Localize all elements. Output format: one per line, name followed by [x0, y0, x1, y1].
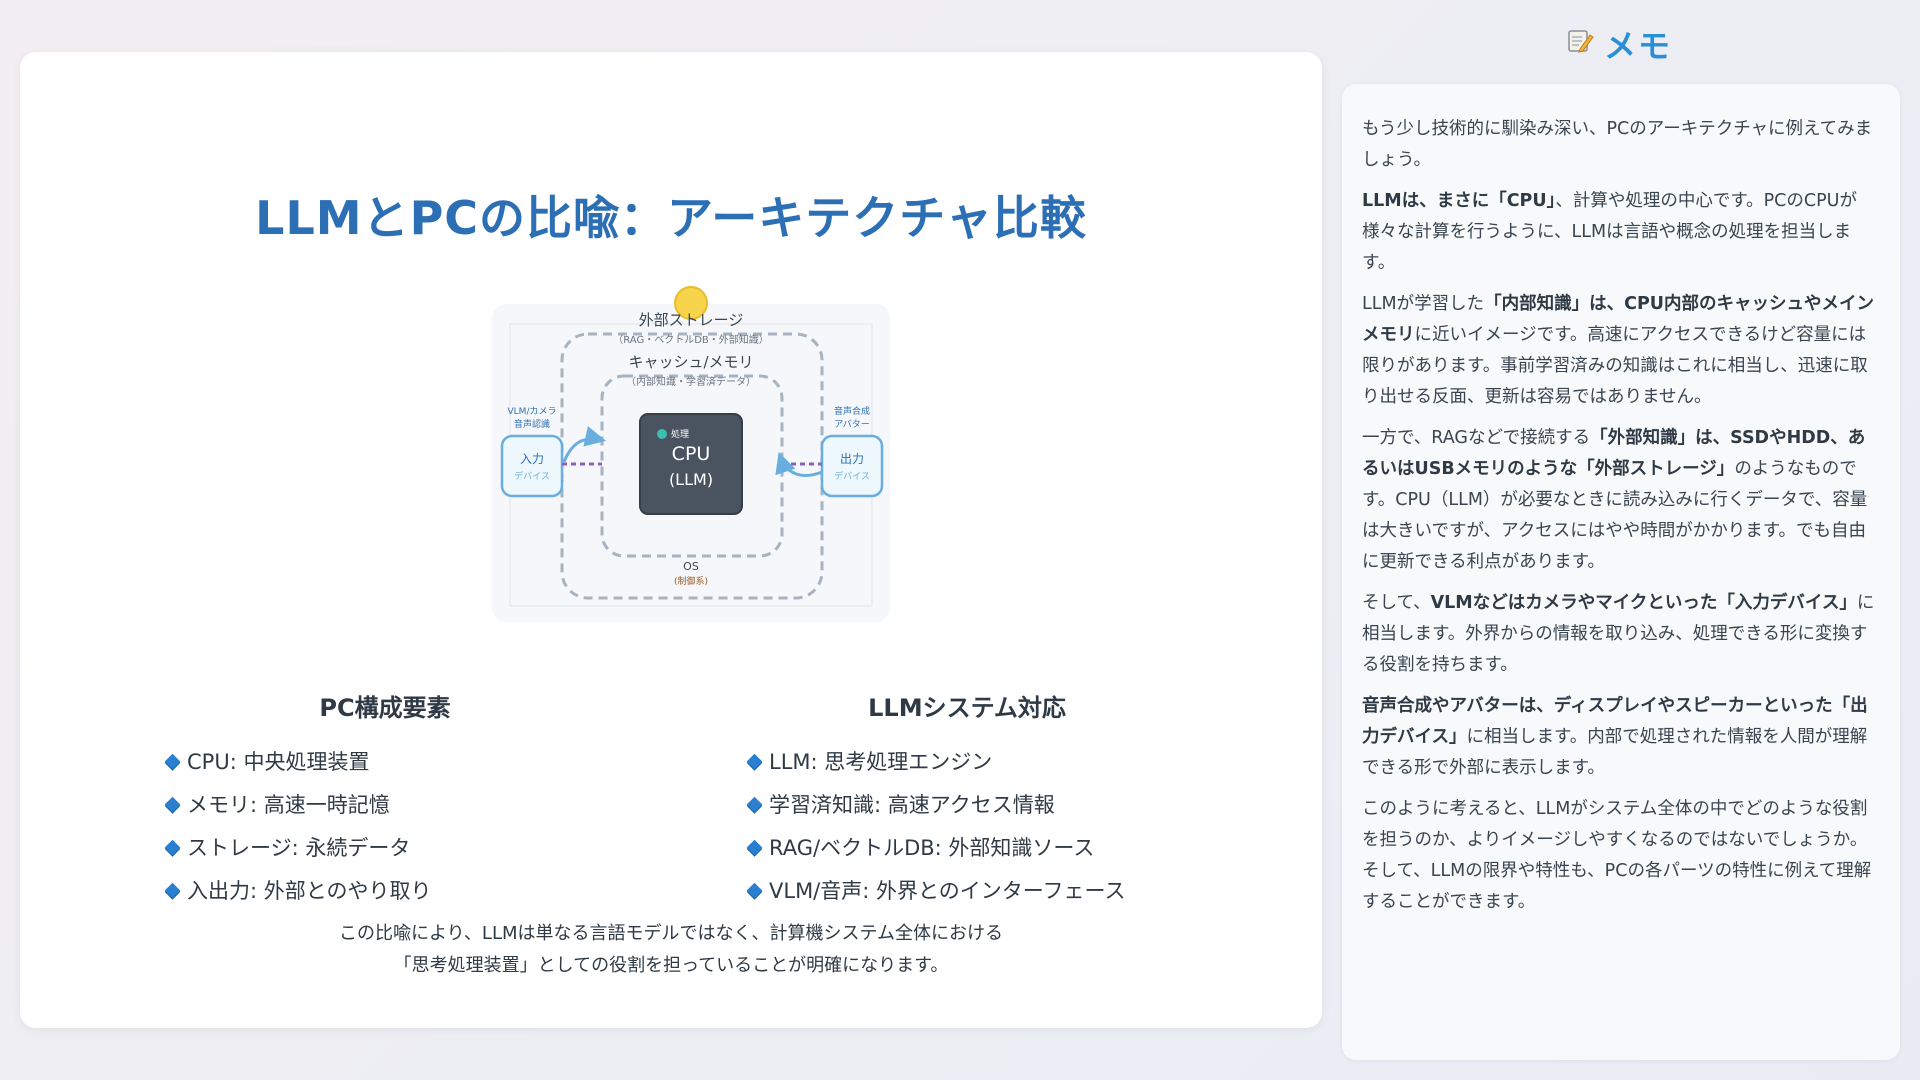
- memo-text: LLMが学習した: [1362, 294, 1485, 314]
- memo-text: に相当します。内部で処理された情報を人間が理解できる形で外部に表示します。: [1362, 727, 1868, 778]
- memo-emphasis: 「外部知識」は、SSDやHDD、あるいはUSBメモリのような「外部ストレージ」: [1362, 428, 1866, 479]
- list-item: 入出力: 外部とのやり取り: [164, 870, 685, 913]
- input-arrow: [562, 426, 607, 463]
- list-item-text: メモリ: 高速一時記憶: [187, 793, 390, 817]
- memo-text: このように考えると、LLMがシステム全体の中でどのような役割を担うのか、よりイメ…: [1362, 799, 1872, 912]
- summary-text: この比喩により、LLMは単なる言語モデルではなく、計算機システム全体における 「…: [20, 918, 1322, 982]
- cache-label: キャッシュ/メモリ: [628, 353, 753, 371]
- memo-paragraph: このように考えると、LLMがシステム全体の中でどのような役割を担うのか、よりイメ…: [1362, 794, 1880, 918]
- slide-canvas: LLMとPCの比喩：アーキテクチャ比較: [20, 52, 1322, 1028]
- memo-emphasis: 音声合成やアバターは、ディスプレイやスピーカーといった「出力デバイス」: [1362, 696, 1868, 747]
- pc-components-column: PC構成要素 CPU: 中央処理装置 メモリ: 高速一時記憶 ストレージ: 永続…: [164, 688, 685, 913]
- list-item-text: 学習済知識: 高速アクセス情報: [769, 793, 1055, 817]
- slide-title: LLMとPCの比喩：アーキテクチャ比較: [255, 191, 1087, 245]
- memo-emphasis: LLMは、まさに「CPU」: [1362, 191, 1556, 211]
- diamond-bullet-icon: [164, 882, 181, 899]
- memo-paragraph: もう少し技術的に馴染み深い、PCのアーキテクチャに例えてみましょう。: [1362, 114, 1880, 176]
- input-label: 入力: [520, 452, 544, 466]
- memo-text: もう少し技術的に馴染み深い、PCのアーキテクチャに例えてみましょう。: [1362, 119, 1873, 170]
- pc-components-heading: PC構成要素: [319, 694, 451, 722]
- output-label: 出力: [840, 452, 864, 466]
- os-sub-label: (制御系): [674, 575, 708, 587]
- highlight-dot: [674, 286, 708, 320]
- list-item-text: 入出力: 外部とのやり取り: [187, 879, 432, 903]
- output-caption-1: 音声合成: [834, 405, 870, 417]
- storage-label: 外部ストレージ: [639, 311, 744, 329]
- list-item: RAG/ベクトルDB: 外部知識ソース: [746, 827, 1267, 870]
- cache-sub-label: （内部知識・学習済データ）: [626, 375, 756, 388]
- architecture-diagram: 外部ストレージ （RAG・ベクトルDB・外部知識） キャッシュ/メモリ （内部知…: [472, 252, 892, 622]
- diamond-bullet-icon: [164, 796, 181, 813]
- memo-emphasis: 「内部知識」は、CPU内部のキャッシュやメインメモリ: [1362, 294, 1874, 345]
- list-item: LLM: 思考処理エンジン: [746, 741, 1267, 784]
- input-device-box: [500, 434, 564, 498]
- cpu-status-dot: [657, 429, 667, 439]
- pc-components-list: CPU: 中央処理装置 メモリ: 高速一時記憶 ストレージ: 永続データ 入出力…: [164, 741, 685, 913]
- list-item: 学習済知識: 高速アクセス情報: [746, 784, 1267, 827]
- storage-sub-label: （RAG・ベクトルDB・外部知識）: [613, 333, 769, 346]
- summary-line-1: この比喩により、LLMは単なる言語モデルではなく、計算機システム全体における: [339, 923, 1003, 944]
- cpu-sub-label: (LLM): [669, 470, 713, 489]
- memo-paragraph: そして、VLMなどはカメラやマイクといった「入力デバイス」に相当します。外界から…: [1362, 588, 1880, 681]
- diamond-bullet-icon: [164, 753, 181, 770]
- llm-system-heading: LLMシステム対応: [868, 694, 1066, 722]
- llm-system-list: LLM: 思考処理エンジン 学習済知識: 高速アクセス情報 RAG/ベクトルDB…: [746, 741, 1267, 913]
- diamond-bullet-icon: [746, 839, 763, 856]
- output-caption-2: アバター: [834, 419, 870, 430]
- memo-pencil-icon: [1566, 27, 1594, 62]
- architecture-diagram-svg: 外部ストレージ （RAG・ベクトルDB・外部知識） キャッシュ/メモリ （内部知…: [492, 286, 890, 622]
- list-item: メモリ: 高速一時記憶: [164, 784, 685, 827]
- memo-text: 一方で、RAGなどで接続する: [1362, 428, 1591, 448]
- memo-paragraph: 音声合成やアバターは、ディスプレイやスピーカーといった「出力デバイス」に相当しま…: [1362, 691, 1880, 784]
- diamond-bullet-icon: [746, 753, 763, 770]
- cpu-block: [639, 413, 743, 515]
- os-label: OS: [683, 560, 699, 573]
- memo-panel[interactable]: もう少し技術的に馴染み深い、PCのアーキテクチャに例えてみましょう。 LLMは、…: [1342, 84, 1900, 1060]
- list-item-text: LLM: 思考処理エンジン: [769, 750, 993, 774]
- diamond-bullet-icon: [746, 882, 763, 899]
- cache-boundary: [600, 374, 784, 558]
- output-sub-label: デバイス: [834, 470, 870, 482]
- diamond-bullet-icon: [746, 796, 763, 813]
- list-item-text: RAG/ベクトルDB: 外部知識ソース: [769, 836, 1095, 860]
- memo-paragraph: LLMは、まさに「CPU」、計算や処理の中心です。PCのCPUが様々な計算を行う…: [1362, 186, 1880, 279]
- list-item: ストレージ: 永続データ: [164, 827, 685, 870]
- output-arrow: [775, 452, 823, 477]
- input-sub-label: デバイス: [514, 470, 550, 482]
- memo-emphasis: VLMなどはカメラやマイクといった「入力デバイス」: [1430, 593, 1857, 613]
- list-item: VLM/音声: 外界とのインターフェース: [746, 870, 1267, 913]
- list-item-text: CPU: 中央処理装置: [187, 750, 370, 774]
- memo-text: のようなものです。CPU（LLM）が必要なときに読み込みに行くデータで、容量は大…: [1362, 459, 1868, 572]
- memo-title: メモ: [1604, 27, 1673, 65]
- memo-text: に相当します。外界からの情報を取り込み、処理できる形に変換する役割を持ちます。: [1362, 593, 1875, 675]
- memo-header: メモ: [1566, 22, 1672, 66]
- list-item-text: VLM/音声: 外界とのインターフェース: [769, 879, 1126, 903]
- input-caption-2: 音声認識: [514, 418, 550, 430]
- cpu-tag: 処理: [671, 428, 689, 440]
- memo-paragraph: 一方で、RAGなどで接続する「外部知識」は、SSDやHDD、あるいはUSBメモリ…: [1362, 423, 1880, 578]
- llm-system-column: LLMシステム対応 LLM: 思考処理エンジン 学習済知識: 高速アクセス情報 …: [746, 688, 1267, 913]
- input-caption-1: VLM/カメラ: [508, 406, 557, 417]
- summary-line-2: 「思考処理装置」としての役割を担っていることが明確になります。: [393, 955, 949, 976]
- memo-text: そして、: [1362, 593, 1431, 613]
- memo-text: に近いイメージです。高速にアクセスできるけど容量には限りがあります。事前学習済み…: [1362, 325, 1868, 407]
- list-item-text: ストレージ: 永続データ: [187, 836, 411, 860]
- cpu-label: CPU: [672, 443, 711, 465]
- diamond-bullet-icon: [164, 839, 181, 856]
- memo-text: 、計算や処理の中心です。PCのCPUが様々な計算を行うように、LLMは言語や概念…: [1362, 191, 1857, 273]
- memo-paragraph: LLMが学習した「内部知識」は、CPU内部のキャッシュやメインメモリに近いイメー…: [1362, 289, 1880, 413]
- list-item: CPU: 中央処理装置: [164, 741, 685, 784]
- output-device-box: [820, 434, 884, 498]
